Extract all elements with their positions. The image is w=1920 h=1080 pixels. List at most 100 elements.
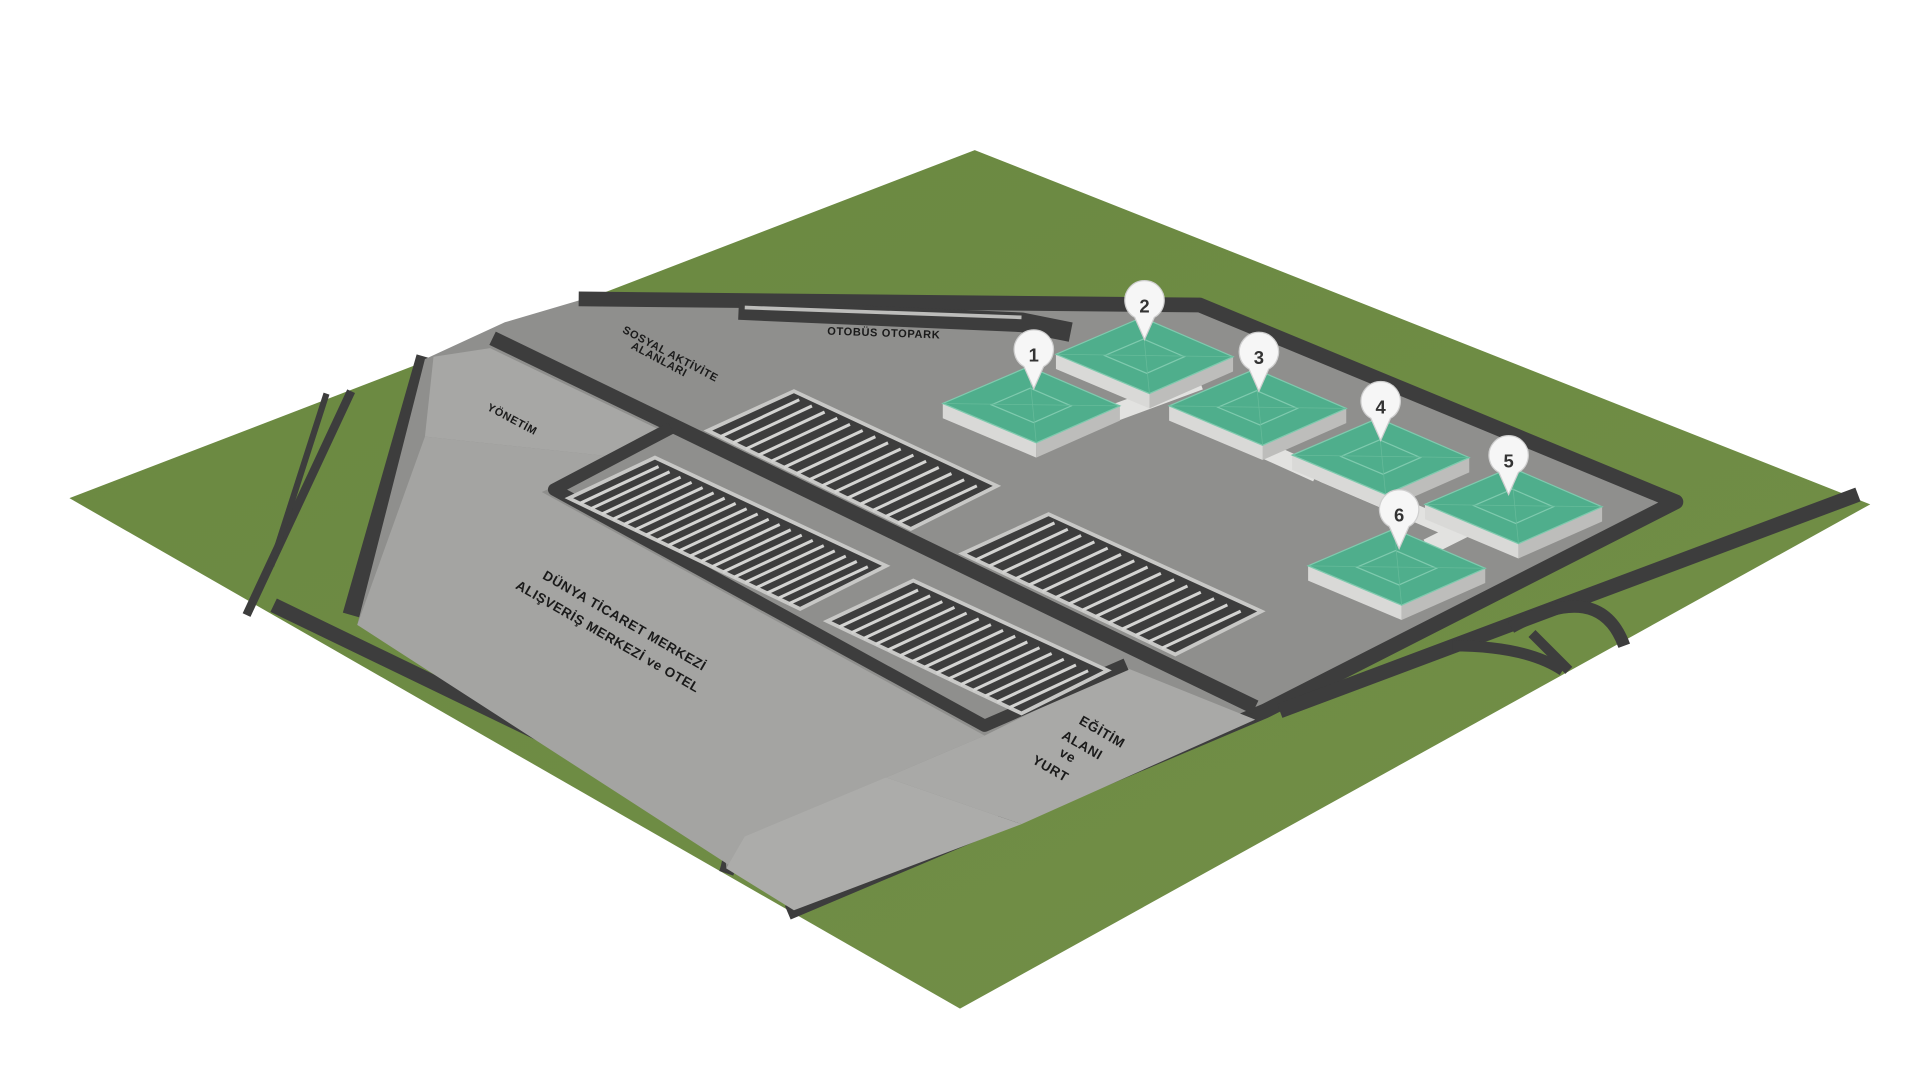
hall-marker-3[interactable]: 3 (1238, 331, 1280, 393)
parking-stall-line (862, 600, 943, 640)
bus-parking-strip (744, 305, 1022, 320)
parking-stall-line (777, 560, 858, 600)
parking-stall-line (770, 422, 851, 463)
parking-stall-line (634, 491, 715, 532)
parking-stall-line (975, 521, 1056, 562)
hall-marker-6[interactable]: 6 (1378, 489, 1420, 551)
parking-lot (564, 455, 891, 611)
parking-stall-line (1108, 584, 1189, 625)
parking-stall-line (612, 480, 693, 521)
parking-stall-line (766, 554, 847, 595)
parking-stall-line (757, 416, 838, 457)
exhibition-hall-5[interactable] (1423, 466, 1604, 559)
zone-wtc (357, 436, 985, 868)
parking-stall-line (579, 465, 660, 505)
zone-education (886, 666, 1256, 825)
parking-stall-line (590, 470, 671, 511)
parking-lot (822, 578, 1112, 716)
parking-stall-line (745, 410, 826, 451)
hall-marker-2[interactable]: 2 (1124, 280, 1165, 342)
hall-markers: 1 2 3 4 5 6 (1013, 280, 1529, 551)
parking-stall-line (935, 634, 1016, 675)
parking-stall-line (689, 517, 770, 558)
parking-stall-line (1001, 534, 1082, 574)
parking-stall-line (667, 507, 748, 548)
parking-stall-line (897, 484, 978, 525)
parking-stall-line (1161, 609, 1242, 650)
hall-marker-4[interactable]: 4 (1360, 380, 1401, 442)
map-pin-icon (1378, 489, 1420, 551)
parking-stall-line (656, 502, 737, 542)
exhibition-hall-1[interactable] (941, 365, 1122, 458)
parking-stall-line (872, 472, 953, 512)
parking-stall-line (911, 623, 992, 663)
parking-lot (703, 389, 1002, 531)
zone-management (424, 348, 662, 458)
hall-number: 5 (1503, 450, 1513, 471)
parking-stall-line (719, 398, 800, 439)
parking-stall-line (645, 496, 726, 537)
map-pin-icon (1238, 331, 1280, 393)
parking-stall-line (972, 652, 1053, 692)
parking-stall-line (732, 404, 813, 445)
parking-stall-line (601, 475, 682, 516)
parking-stall-line (988, 527, 1069, 568)
parking-stall-line (1094, 578, 1175, 618)
hall-marker-5[interactable]: 5 (1488, 435, 1529, 497)
parking-stall-line (1134, 597, 1215, 637)
parking-stall-line (875, 605, 956, 646)
zone-south (726, 777, 1022, 911)
parking-stall-line (744, 544, 825, 584)
parking-stall-line (1121, 590, 1202, 631)
parking-stall-line (755, 549, 836, 590)
hall-number: 1 (1029, 345, 1039, 366)
parking-stall-line (711, 528, 792, 569)
parking-stall-line (808, 441, 889, 482)
parking-stall-line (859, 466, 940, 506)
map-pin-icon (1360, 380, 1401, 442)
exhibition-hall-2[interactable] (1054, 316, 1235, 409)
hall-number: 3 (1254, 347, 1264, 368)
parking-stall-line (887, 611, 968, 652)
parking-stall-line (996, 663, 1077, 704)
parking-stall-line (1008, 669, 1089, 710)
parking-stall-line (821, 447, 902, 488)
parking-stall-line (1068, 565, 1149, 606)
parking-stall-line (834, 453, 915, 494)
parking-stall-line (1054, 559, 1135, 600)
parking-stall-line (846, 459, 927, 500)
map-pin-icon (1013, 329, 1055, 391)
parking-stall-line (899, 617, 980, 658)
map-pin-icon (1124, 280, 1165, 342)
parking-stall-line (733, 538, 814, 579)
label-bus-parking: OTOBÜS OTOPARK (827, 325, 940, 342)
parking-stall-line (623, 486, 704, 526)
parking-stall-line (678, 512, 759, 553)
parking-stall-line (923, 629, 1004, 669)
parking-lot (958, 512, 1266, 657)
parking-stall-line (795, 435, 877, 475)
hall-marker-1[interactable]: 1 (1013, 329, 1055, 391)
parking-areas (564, 389, 1266, 716)
parking-stall-line (1148, 603, 1229, 644)
parking-stall-line (722, 533, 803, 574)
map-pin-icon (1488, 435, 1529, 497)
parking-stall-line (700, 523, 781, 563)
parking-stall-line (1015, 540, 1096, 581)
parking-stall-line (850, 594, 931, 635)
label-edu-3: ve (1057, 745, 1079, 766)
parking-stall-line (788, 565, 869, 606)
parking-stall-line (1041, 553, 1122, 593)
parking-stall-line (783, 429, 864, 469)
parking-stall-line (947, 640, 1028, 681)
hall-number: 4 (1376, 396, 1387, 417)
hall-number: 2 (1139, 295, 1149, 316)
parking-stall-line (838, 588, 919, 629)
parking-stall-line (984, 657, 1065, 698)
parking-stall-line (1081, 571, 1162, 612)
parking-stall-line (884, 478, 965, 519)
hall-number: 6 (1394, 505, 1404, 526)
exhibition-hall-3[interactable] (1167, 368, 1348, 461)
